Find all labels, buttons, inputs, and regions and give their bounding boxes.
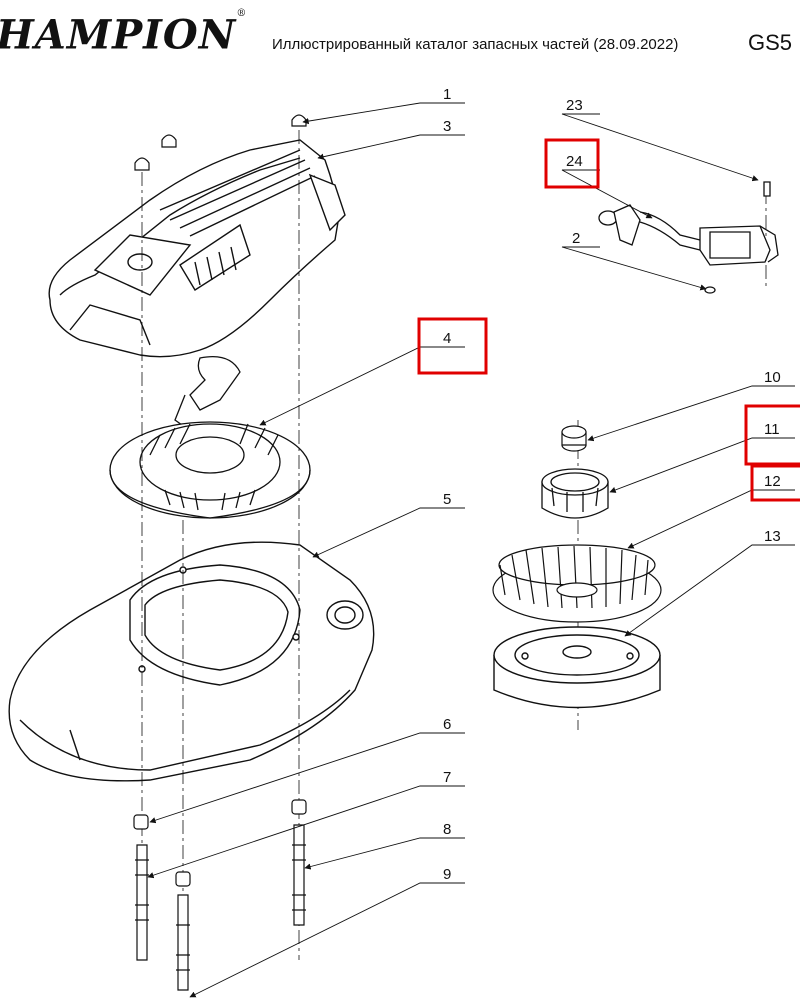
highlight-box-4 [417,317,488,375]
brand-logo: HAMPION® [0,8,248,59]
cooling-fan-part [492,544,662,623]
callout-13: 13 [764,528,781,545]
highlight-box-12 [750,464,800,502]
flywheel-part [493,626,661,709]
callout-12: 12 [764,473,781,490]
flywheel-nut-part [561,425,587,452]
callout-2: 2 [572,230,580,247]
callout-7: 7 [443,769,451,786]
callout-5: 5 [443,491,451,508]
ignition-coil-part [598,181,779,294]
engine-shroud-part [48,139,346,358]
starter-cup-part [541,468,609,519]
callout-8: 8 [443,821,451,838]
callout-11: 11 [764,421,780,438]
cap-nut-part [134,114,307,171]
stud-bolts-part [133,799,307,991]
highlight-boxes [417,138,800,502]
callout-10: 10 [764,369,781,386]
fan-housing-part [8,541,375,782]
callout-24: 24 [566,153,583,170]
callout-4: 4 [443,330,451,347]
callout-9: 9 [443,866,451,883]
recoil-starter-part [109,355,311,519]
callout-3: 3 [443,118,451,135]
callout-23: 23 [566,97,583,114]
callout-labels: 1 3 23 24 2 4 10 11 12 13 5 6 7 8 9 [443,86,781,883]
catalog-title: Иллюстрированный каталог запасных частей… [272,36,679,53]
callout-1: 1 [443,86,451,103]
highlight-box-11 [744,404,800,466]
callout-6: 6 [443,716,451,733]
model-code: GS5 [748,30,793,55]
highlight-box-24 [544,138,600,189]
